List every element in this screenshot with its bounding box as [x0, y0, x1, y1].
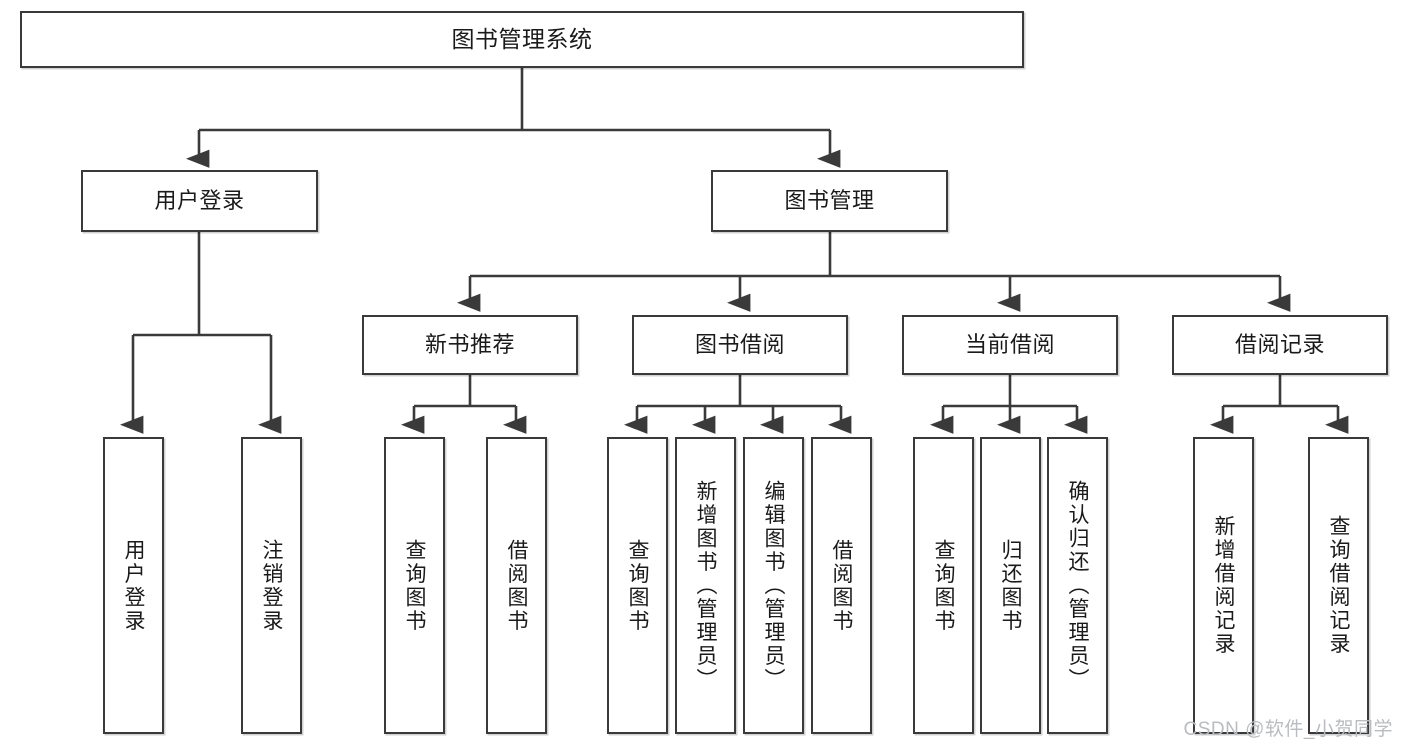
node-label: 借阅图书	[830, 538, 853, 633]
node-label: 查询图书	[626, 538, 649, 633]
node-label: 图书管理	[784, 188, 875, 214]
leaf-confirm-return[interactable]: 确认归还（管理员）	[1047, 437, 1108, 734]
node-label: 新增图书（管理员）	[694, 479, 717, 692]
node-label: 图书管理系统	[451, 25, 593, 52]
node-label: 当前借阅	[964, 332, 1055, 358]
node-label: 图书借阅	[694, 332, 785, 358]
node-label: 用户登录	[154, 188, 245, 214]
node-label: 查询借阅记录	[1327, 515, 1350, 656]
leaf-query-book-3[interactable]: 查询图书	[913, 437, 974, 734]
leaf-edit-book[interactable]: 编辑图书（管理员）	[743, 437, 804, 734]
node-label: 借阅图书	[505, 538, 528, 633]
node-label: 查询图书	[932, 538, 955, 633]
node-label: 用户登录	[122, 538, 145, 633]
leaf-add-book[interactable]: 新增图书（管理员）	[675, 437, 736, 734]
leaf-borrow-book-2[interactable]: 借阅图书	[811, 437, 872, 734]
node-label: 查询图书	[403, 538, 426, 633]
leaf-query-book-1[interactable]: 查询图书	[384, 437, 445, 734]
node-label: 注销登录	[260, 538, 283, 633]
node-label: 新增借阅记录	[1212, 515, 1235, 656]
node-book-manage[interactable]: 图书管理	[711, 170, 948, 232]
leaf-user-login[interactable]: 用户登录	[103, 437, 164, 734]
node-current-borrow[interactable]: 当前借阅	[902, 315, 1118, 375]
leaf-query-record[interactable]: 查询借阅记录	[1308, 437, 1369, 734]
leaf-borrow-book-1[interactable]: 借阅图书	[486, 437, 547, 734]
node-borrow-record[interactable]: 借阅记录	[1172, 315, 1388, 375]
node-root-system[interactable]: 图书管理系统	[20, 11, 1024, 68]
node-label: 编辑图书（管理员）	[762, 479, 785, 692]
leaf-query-book-2[interactable]: 查询图书	[607, 437, 668, 734]
node-new-book-recommend[interactable]: 新书推荐	[362, 315, 578, 375]
node-label: 归还图书	[999, 538, 1022, 633]
node-label: 确认归还（管理员）	[1066, 479, 1089, 692]
node-label: 借阅记录	[1234, 332, 1325, 358]
node-book-borrow[interactable]: 图书借阅	[632, 315, 848, 375]
node-label: 新书推荐	[424, 332, 515, 358]
node-user-login[interactable]: 用户登录	[81, 170, 318, 232]
leaf-logout-login[interactable]: 注销登录	[241, 437, 302, 734]
leaf-return-book[interactable]: 归还图书	[980, 437, 1041, 734]
csdn-watermark: CSDN @软件_小贺同学	[1183, 719, 1393, 740]
leaf-add-record[interactable]: 新增借阅记录	[1193, 437, 1254, 734]
